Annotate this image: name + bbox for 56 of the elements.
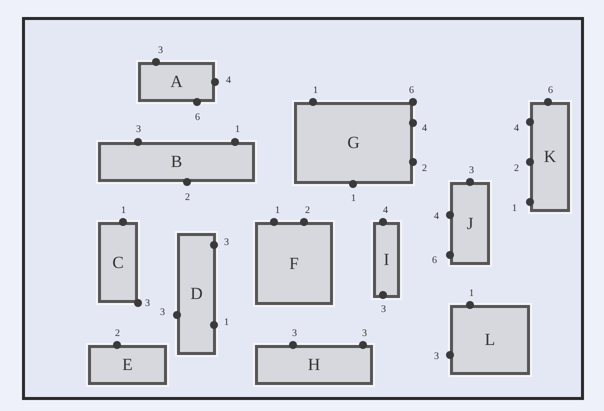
block-box: [450, 182, 490, 265]
pin-number: 3: [224, 238, 229, 248]
block-letter: E: [122, 355, 133, 375]
pin-number: 4: [422, 124, 427, 134]
block-letter: A: [170, 72, 183, 92]
block-letter: I: [384, 250, 390, 270]
pin-number: 3: [469, 166, 474, 176]
block-letter: G: [347, 133, 360, 153]
block-box: [255, 222, 333, 305]
block-letter: K: [544, 147, 556, 167]
block-box: [530, 102, 570, 212]
pin-number: 2: [514, 164, 519, 174]
pin-number: 4: [226, 76, 231, 86]
pin-number: 3: [158, 46, 163, 56]
block-letter: C: [112, 252, 124, 272]
block-box: [450, 305, 530, 375]
pin-number: 2: [422, 164, 427, 174]
block-box: [98, 142, 255, 182]
block-letter: J: [466, 214, 474, 234]
block-letter: L: [484, 330, 496, 350]
pin-number: 3: [362, 329, 367, 339]
pin-number: 1: [224, 318, 229, 328]
pin-number: 4: [383, 206, 388, 216]
pin-number: 1: [121, 206, 126, 216]
pin-number: 2: [115, 329, 120, 339]
pin-number: 1: [275, 206, 280, 216]
pin-number: 4: [434, 212, 439, 222]
block-box: [177, 233, 216, 355]
block-box: [98, 222, 138, 303]
pin-number: 2: [185, 193, 190, 203]
block-box: [88, 345, 167, 385]
pin-number: 6: [432, 256, 437, 266]
pin-number: 6: [195, 113, 200, 123]
block-box: [138, 62, 215, 102]
pin-number: 3: [136, 125, 141, 135]
block-letter: H: [308, 355, 320, 375]
pin-number: 1: [469, 289, 474, 299]
pin-number: 3: [434, 352, 439, 362]
pin-number: 6: [548, 86, 553, 96]
pin-number: 6: [409, 86, 414, 96]
block-letter: B: [170, 152, 182, 172]
block-box: [255, 345, 373, 385]
block-box: [373, 222, 400, 298]
pin-number: 1: [235, 125, 240, 135]
block-letter: D: [190, 284, 203, 304]
block-letter: F: [289, 254, 299, 274]
pin-number: 1: [313, 86, 318, 96]
pin-number: 4: [514, 124, 519, 134]
pin-number: 3: [381, 305, 386, 315]
block-box: [294, 102, 413, 184]
pin-number: 2: [305, 206, 310, 216]
pin-number: 1: [351, 194, 356, 204]
pin-number: 3: [145, 299, 150, 309]
pin-number: 3: [160, 308, 165, 318]
pin-number: 3: [292, 329, 297, 339]
pin-number: 1: [512, 204, 517, 214]
